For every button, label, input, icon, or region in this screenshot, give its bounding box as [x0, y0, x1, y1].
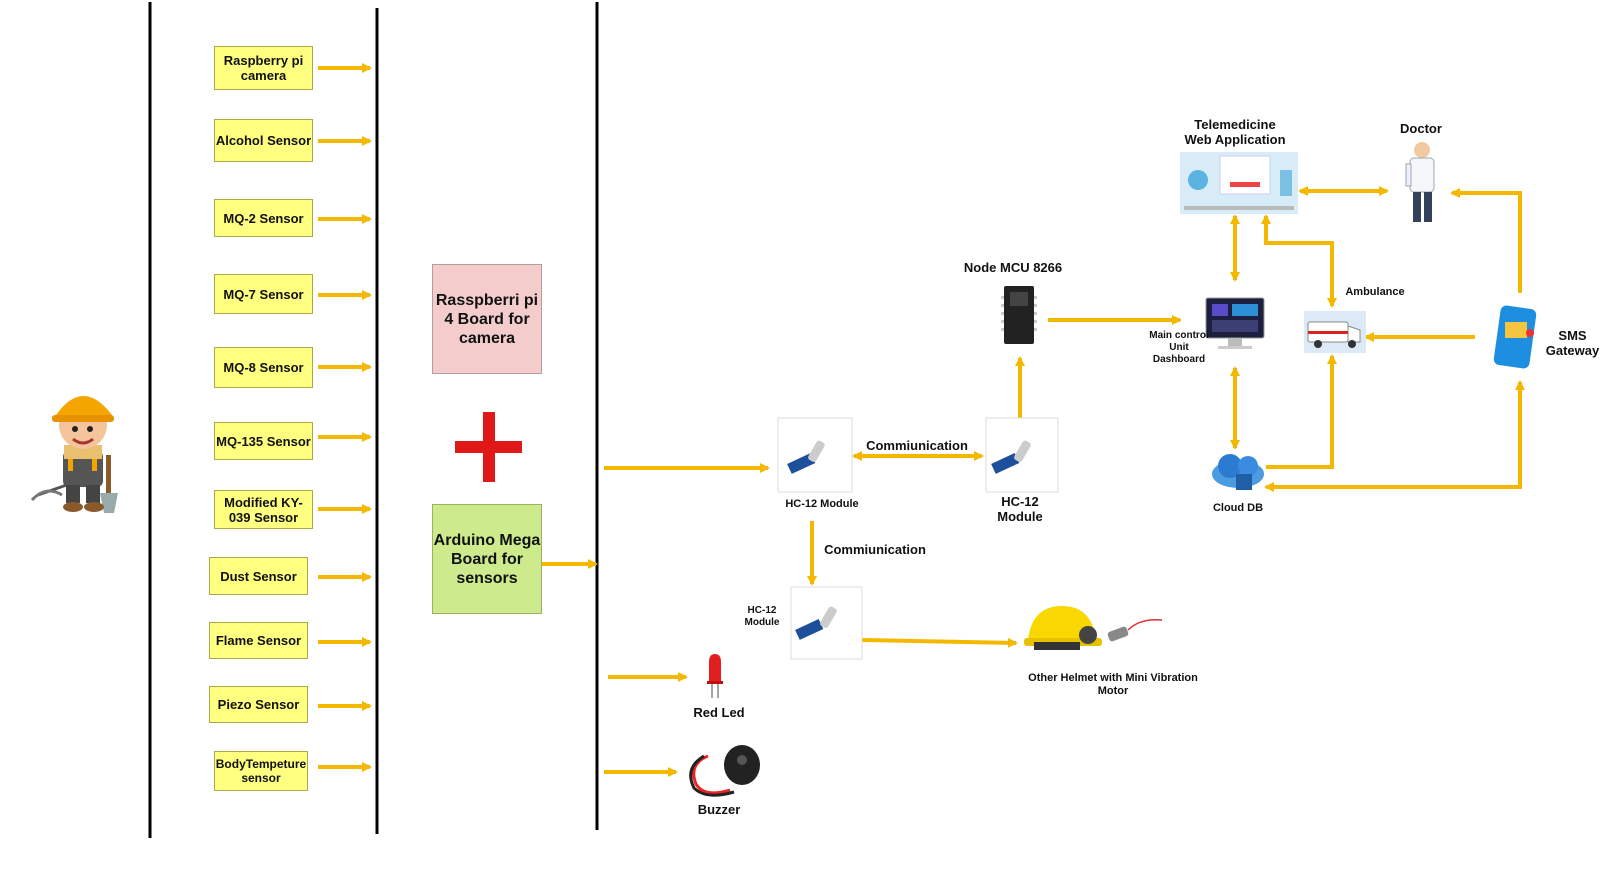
- helmet-label: Other Helmet with Mini Vibration Motor: [1028, 672, 1198, 697]
- hc12-left-label: HC-12 Module: [785, 498, 859, 510]
- node-mcu-icon: [1001, 286, 1037, 344]
- communication-side-label: Commiunication: [824, 542, 926, 557]
- hc12-module-icon: [777, 417, 853, 493]
- web-app-icon: [1180, 152, 1298, 214]
- buzzer-icon: [689, 745, 760, 797]
- doctor-icon: [1405, 142, 1435, 222]
- hc12-module-icon: [985, 417, 1059, 493]
- node-mcu-label: Node MCU 8266: [963, 260, 1063, 275]
- raspberry-pi-board: Rasspberri pi 4 Board for camera: [432, 264, 542, 374]
- sensor-mq8: MQ-8 Sensor: [214, 347, 313, 388]
- telemedicine-label: Telemedicine Web Application: [1184, 117, 1286, 147]
- sms-gateway-label: SMS Gateway: [1545, 328, 1600, 358]
- sensor-alcohol: Alcohol Sensor: [214, 119, 313, 162]
- sensor-dust: Dust Sensor: [209, 557, 308, 595]
- arrow-cloud-sms: [1264, 380, 1525, 492]
- sms-phone-icon: [1493, 305, 1537, 369]
- hc12-bottom-label: HC-12 Module: [744, 605, 780, 628]
- communication-top-label: Commiunication: [866, 438, 968, 453]
- arrow-web-ambulance: [1261, 214, 1337, 308]
- cloud-db-label: Cloud DB: [1212, 502, 1264, 514]
- arduino-mega-board: Arduino Mega Board for sensors: [432, 504, 542, 614]
- red-led-icon: [707, 654, 723, 698]
- sensor-body-temperature: BodyTempeture sensor: [214, 751, 308, 791]
- arrow-sms-doctor: [1450, 188, 1522, 293]
- sensor-mq2: MQ-2 Sensor: [214, 199, 313, 237]
- sensor-raspberry-pi-camera: Raspberry pi camera: [214, 46, 313, 90]
- ambulance-icon: [1304, 311, 1366, 353]
- sensor-mq135: MQ-135 Sensor: [214, 422, 313, 460]
- doctor-label: Doctor: [1400, 121, 1442, 136]
- miner-icon: [30, 396, 118, 513]
- monitor-dashboard-icon: [1205, 297, 1265, 349]
- cloud-db-icon: [1212, 454, 1264, 490]
- sensor-piezo: Piezo Sensor: [209, 686, 308, 723]
- hc12-module-icon: [790, 586, 863, 660]
- red-led-label: Red Led: [693, 705, 745, 720]
- sensor-ky039: Modified KY-039 Sensor: [214, 490, 313, 529]
- buzzer-label: Buzzer: [697, 802, 741, 817]
- main-control-label: Main control Unit Dashboard: [1149, 330, 1209, 365]
- helmet-icon: [1024, 606, 1163, 650]
- arrow-to-helmet: [861, 637, 1018, 648]
- arrow-cloud-ambulance: [1266, 354, 1337, 469]
- sensor-mq7: MQ-7 Sensor: [214, 274, 313, 314]
- plus-icon: [455, 412, 522, 482]
- ambulance-label: Ambulance: [1345, 286, 1405, 298]
- sensor-flame: Flame Sensor: [209, 622, 308, 659]
- hc12-right-label: HC-12 Module: [997, 494, 1043, 524]
